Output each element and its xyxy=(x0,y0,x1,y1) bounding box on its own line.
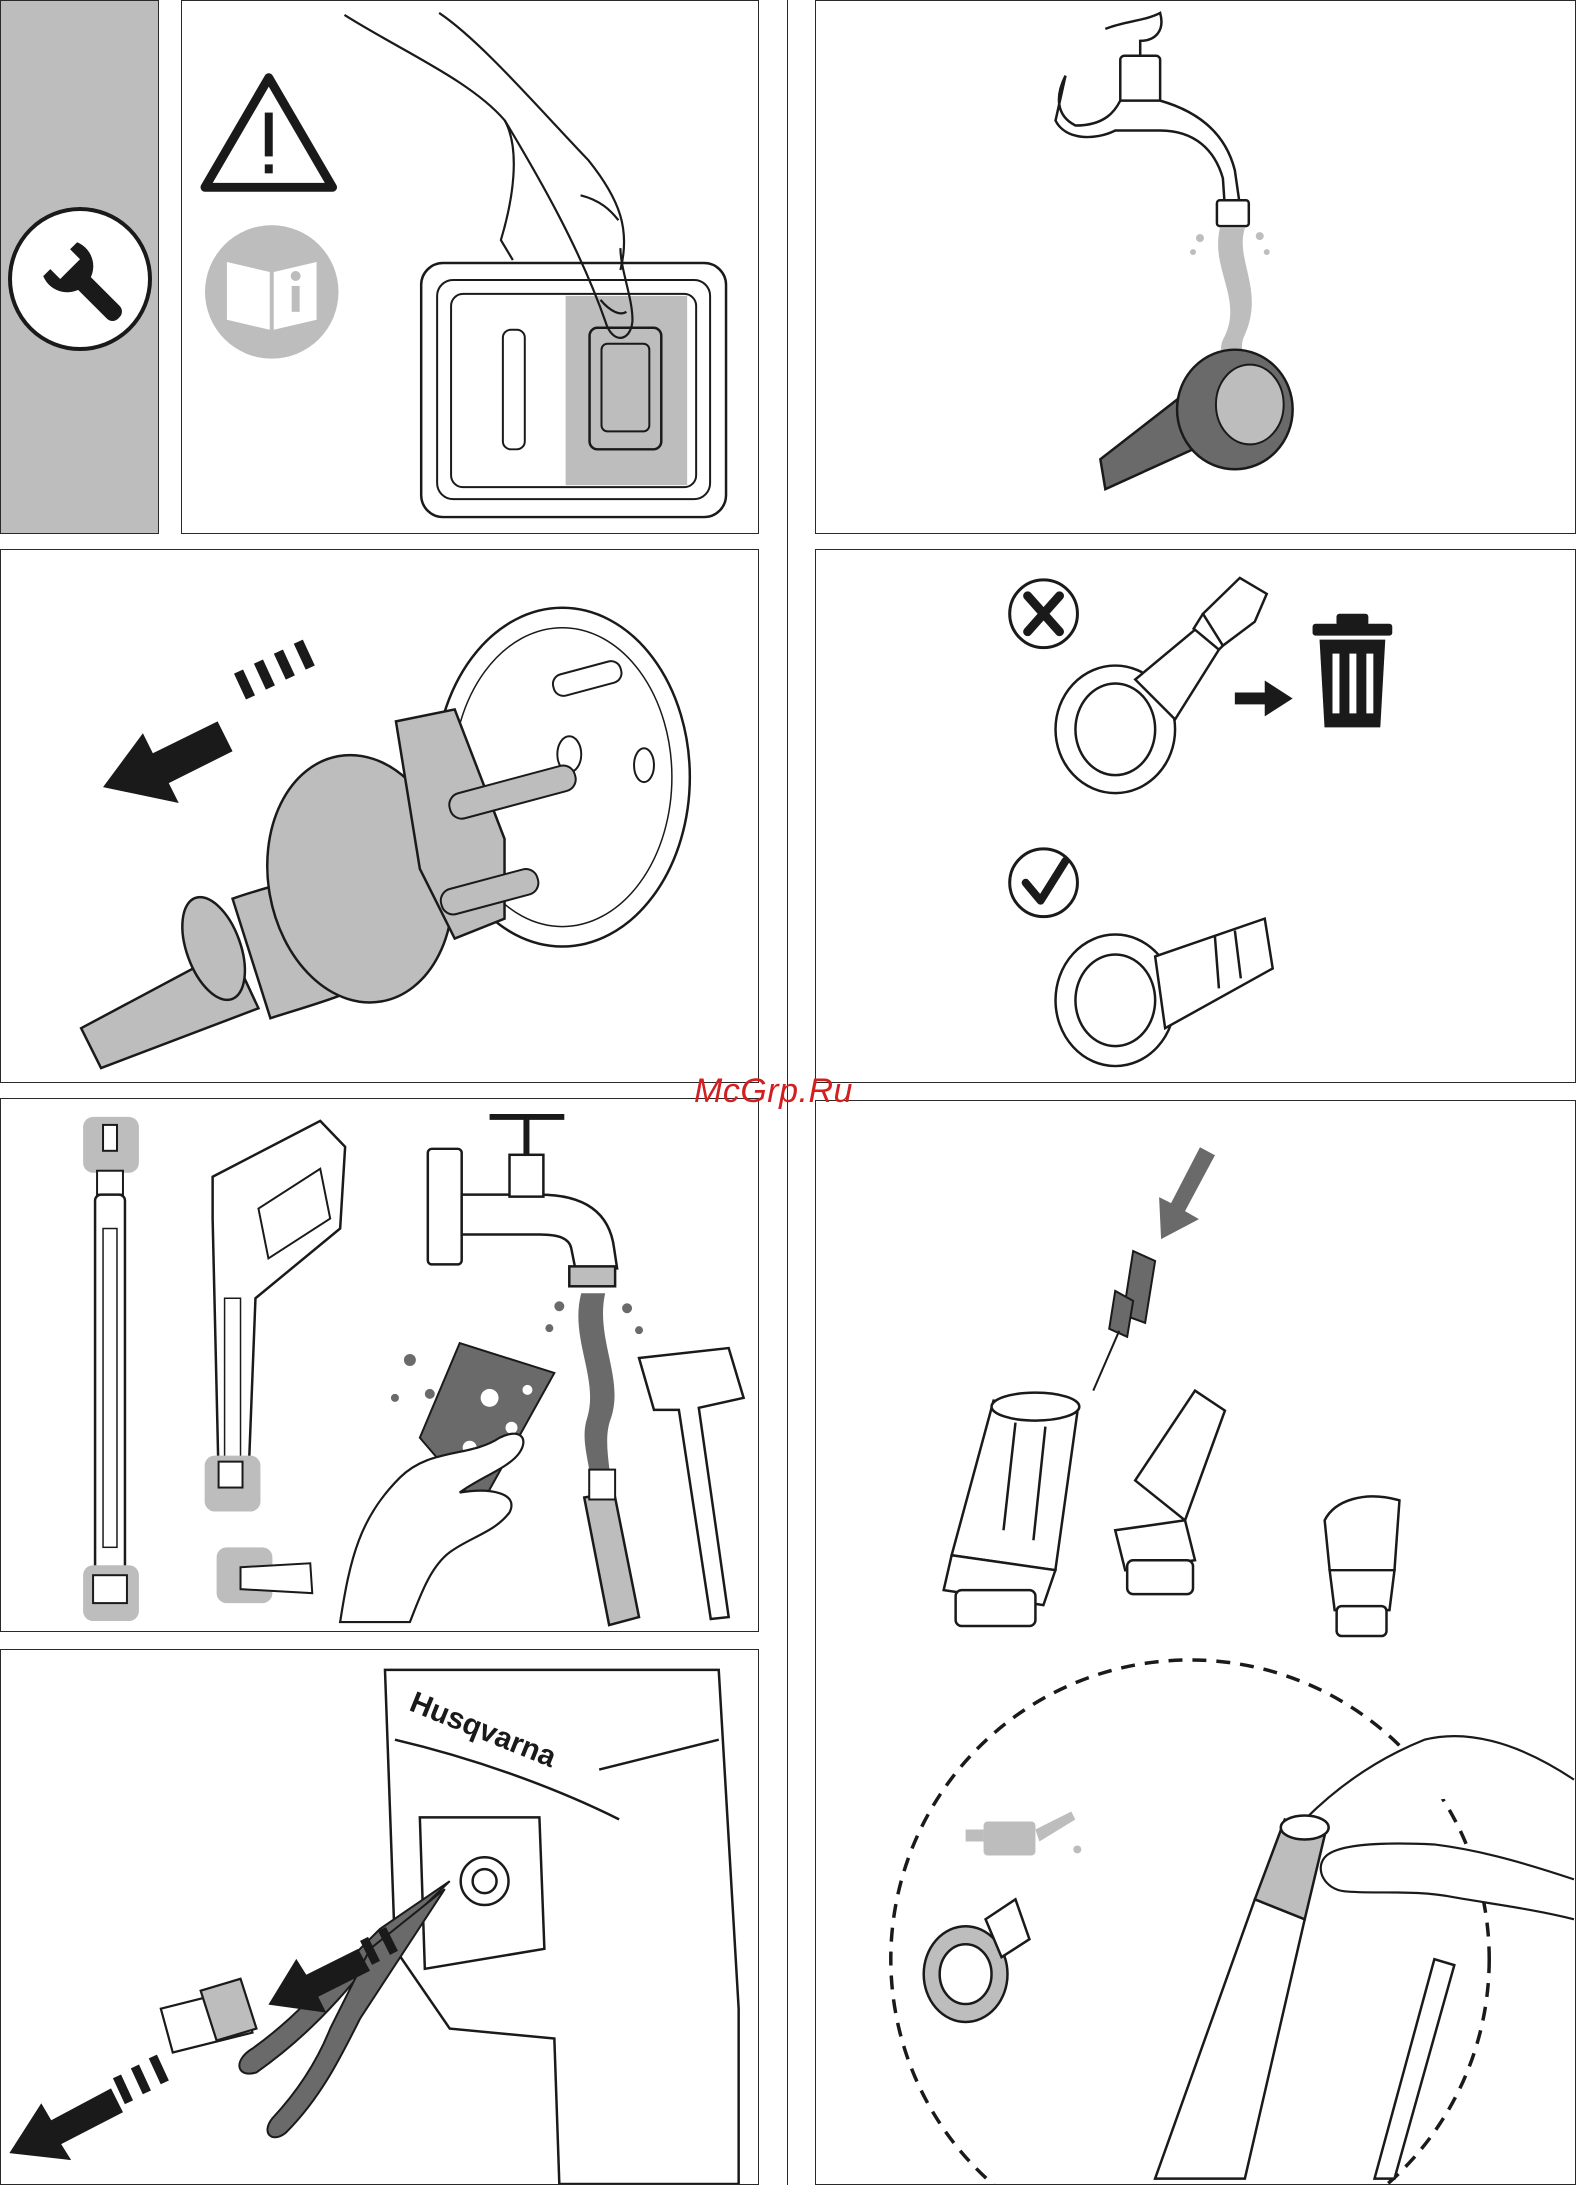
watermark-text: McGrp.Ru xyxy=(694,1072,853,1111)
oil-can-icon xyxy=(966,1812,1082,1856)
coupling-icon xyxy=(924,1899,1030,2022)
broken-nozzle-icon xyxy=(1056,578,1267,793)
nozzle-icon xyxy=(1100,350,1292,489)
section-side-tab xyxy=(0,0,159,534)
hand-icon xyxy=(1301,1736,1574,1919)
panel-nozzle-cleaning xyxy=(815,1100,1576,2185)
tap-icon xyxy=(1056,13,1249,226)
power-switch-icon xyxy=(421,263,726,517)
nozzle-icon xyxy=(944,1391,1400,1636)
hand-icon xyxy=(340,1434,523,1622)
read-manual-icon xyxy=(205,225,338,358)
pressure-washer-body-icon: Husqvarna xyxy=(385,1670,739,2184)
panel-switch-off xyxy=(181,0,759,534)
panel-unplug xyxy=(0,549,759,1083)
cleaning-needle-icon xyxy=(1093,1251,1155,1391)
lance-icon xyxy=(83,1117,139,1621)
cross-mark-icon xyxy=(1010,580,1078,648)
hose-connector-icon xyxy=(161,1979,257,2053)
check-mark-icon xyxy=(1010,849,1078,917)
panel-rinse-nozzle xyxy=(815,0,1576,534)
panel-clean-accessories xyxy=(0,1098,759,1632)
nozzle-icon xyxy=(217,1547,313,1603)
down-arrow-icon xyxy=(1159,1147,1215,1239)
panel-remove-inlet: Husqvarna xyxy=(0,1649,759,2185)
nozzle-icon xyxy=(1056,919,1273,1066)
trash-bin-icon xyxy=(1313,614,1393,728)
spray-gun-icon xyxy=(205,1121,345,1512)
panel-replace-damaged xyxy=(815,549,1576,1083)
right-arrow-icon xyxy=(1235,681,1293,717)
pull-direction-arrow-icon xyxy=(103,642,310,803)
tap-icon xyxy=(428,1117,617,1286)
wrench-icon xyxy=(1,1,160,535)
pliers-icon xyxy=(239,1881,449,2137)
warning-triangle-icon xyxy=(205,78,333,188)
